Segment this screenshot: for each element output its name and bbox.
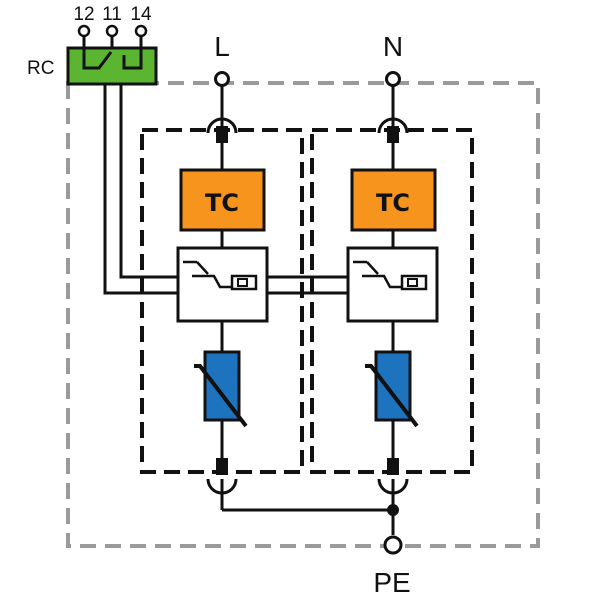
indicator-switch-n: [346, 246, 439, 323]
terminal-line[interactable]: [214, 71, 230, 87]
varistor-symbol-l: [194, 364, 248, 428]
label-line: L: [214, 31, 230, 62]
rc-contact-switch: [82, 48, 143, 70]
enclosure-outline: [66, 81, 540, 548]
label-14: 14: [130, 4, 152, 25]
terminal-pe[interactable]: [383, 535, 403, 555]
tc-label-l: TC: [205, 189, 239, 217]
tc-label-n: TC: [376, 189, 410, 217]
indicator-switch-l: [176, 246, 269, 323]
terminal-12[interactable]: [77, 24, 91, 38]
label-neutral: N: [383, 31, 403, 62]
module-l: TC: [176, 85, 269, 510]
signal-wires: [103, 84, 348, 295]
label-11: 11: [102, 4, 122, 25]
thermal-cutoff-n: [350, 168, 437, 232]
earth-junction-dot: [387, 504, 399, 516]
label-12: 12: [73, 4, 94, 25]
terminal-14[interactable]: [134, 24, 148, 38]
label-pe: PE: [373, 567, 410, 598]
terminal-neutral[interactable]: [385, 71, 401, 87]
module-n: TC: [346, 85, 439, 535]
label-rc: RC: [27, 58, 54, 79]
remote-contact: [66, 24, 158, 86]
varistor-symbol-n: [365, 364, 419, 428]
rc-contact-box: [66, 46, 158, 86]
terminal-11[interactable]: [105, 24, 119, 38]
